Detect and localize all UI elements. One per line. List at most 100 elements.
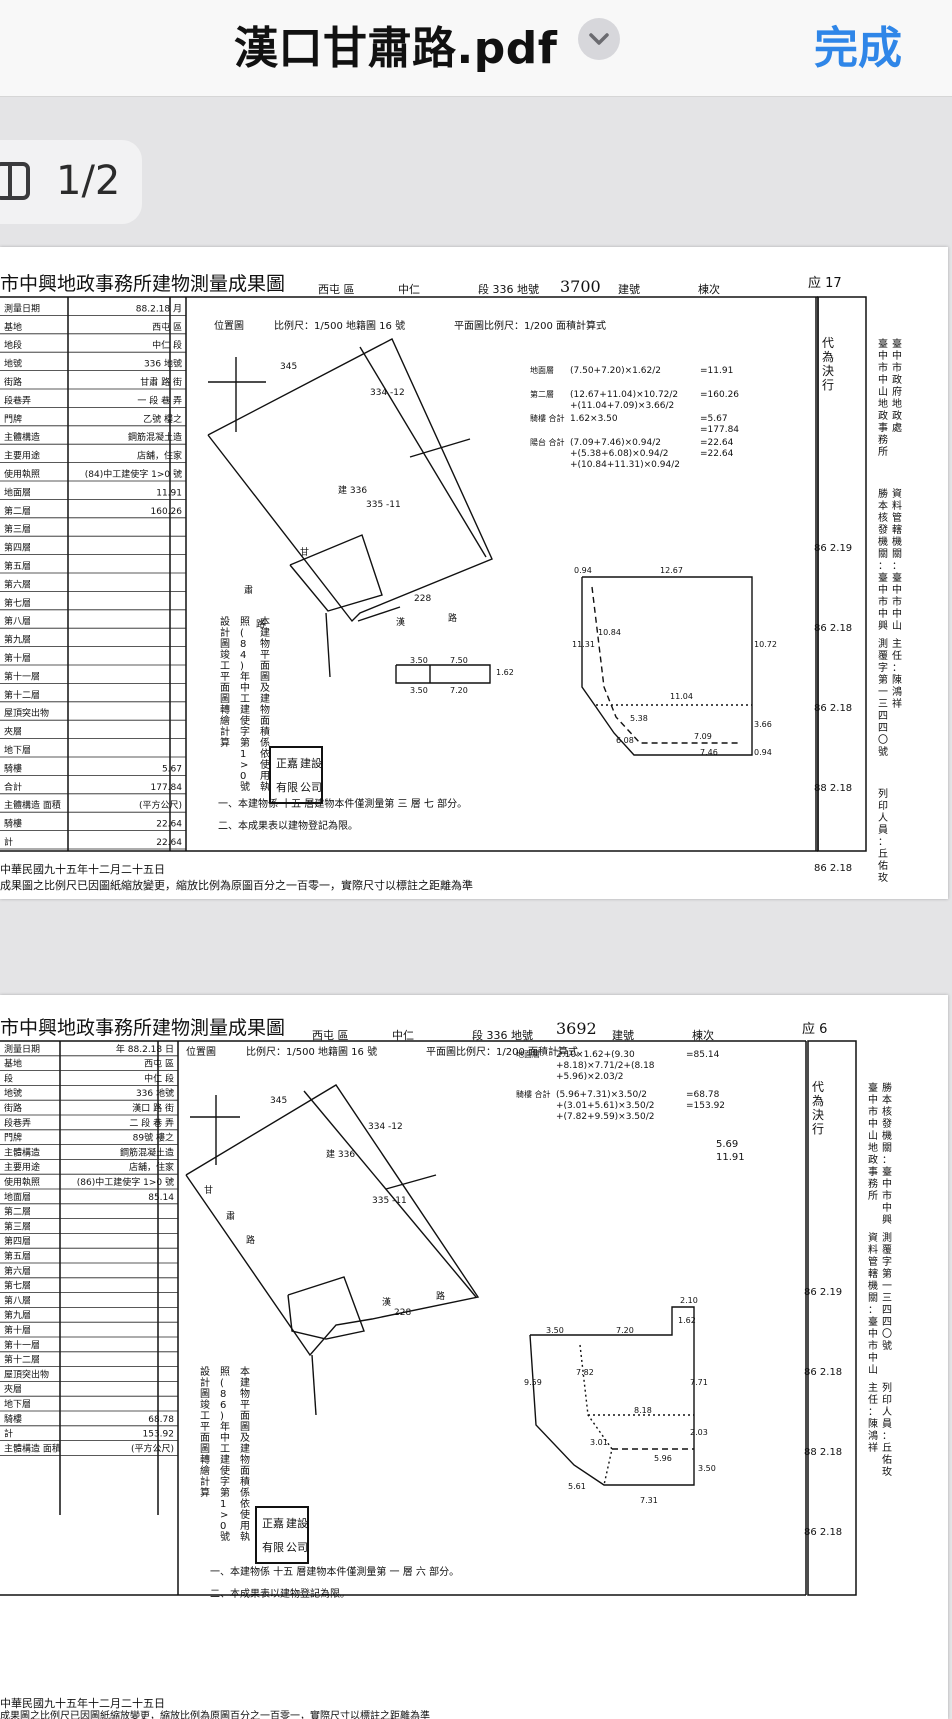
- side-text: 事: [868, 1165, 878, 1178]
- section-label: 中仁: [398, 283, 420, 296]
- side-text: 政: [892, 373, 902, 386]
- plan-dimension: 3.50: [410, 686, 428, 695]
- survey-note: 二、本成果表以建物登記為限。: [218, 819, 358, 832]
- stamp-text: 公司: [300, 781, 322, 794]
- side-text: 事: [878, 421, 888, 434]
- calc-formula: +(7.82+9.59)×3.50/2: [556, 1112, 655, 1122]
- vertical-note: 竣: [200, 1398, 210, 1411]
- table-row-label: 主體構造: [4, 431, 40, 443]
- table-row-label: 夾層: [4, 1384, 22, 1395]
- handwritten-calc: 11.91: [716, 1152, 745, 1163]
- document-title[interactable]: 漢口甘肅路.pdf: [234, 23, 558, 74]
- stamp-text: 建設: [286, 1516, 308, 1530]
- vertical-note: 第: [220, 1486, 230, 1499]
- vertical-note: 算: [200, 1486, 210, 1499]
- table-row-label: 第五層: [4, 560, 31, 572]
- table-row-value: 西屯 區: [144, 1058, 174, 1070]
- map-label: 甘: [300, 546, 309, 558]
- floor-label: 棟次: [692, 1028, 714, 1042]
- handwritten-corner-note: 应 6: [802, 1021, 827, 1037]
- table-row-label: 計: [4, 836, 13, 848]
- calc-formula: 1.62×3.50: [570, 414, 618, 424]
- table-row-label: 主體構造: [4, 1146, 40, 1158]
- side-text: 第: [882, 1267, 892, 1280]
- stamp-text: 有限: [276, 780, 298, 794]
- side-text: 為: [822, 350, 834, 364]
- side-text: ：: [892, 663, 902, 674]
- side-text: 任: [868, 1393, 878, 1406]
- table-row-label: 第八層: [4, 1294, 31, 1306]
- vertical-note: 積: [240, 1475, 250, 1488]
- side-text: 人: [878, 812, 888, 824]
- viewer-toolbar: [0, 97, 952, 247]
- approval-date: 88 2.18: [804, 1447, 842, 1458]
- side-text: 行: [812, 1122, 824, 1136]
- vertical-note: 平: [260, 650, 270, 661]
- vertical-note: 係: [240, 1487, 250, 1499]
- table-row-value: 22.64: [156, 838, 182, 848]
- calc-floor-label: 陽台 合計: [530, 437, 565, 447]
- table-row-value: 一 段 巷 弄: [137, 394, 182, 406]
- side-text: 行: [822, 378, 834, 392]
- approval-date: 86 2.18: [814, 623, 852, 634]
- side-text: 任: [892, 649, 902, 662]
- side-text: 丘: [882, 1442, 892, 1454]
- calc-formula: (12.67+11.04)×10.72/2: [570, 390, 678, 400]
- side-text: 四: [878, 711, 888, 722]
- map-label: 335 -11: [372, 1196, 407, 1206]
- table-row-label: 主要用途: [4, 1161, 40, 1173]
- page-counter: 1/2: [56, 158, 121, 204]
- survey-note: 一、本建物係 十五 層建物本件僅測量第 一 層 六 部分。: [210, 1565, 459, 1578]
- page-1-footer-note: 成果圖之比例尺已因圖紙縮放變更，縮放比例為原圖百分之一百零一，實際尺寸以標註之距…: [0, 879, 473, 892]
- side-text: 〇: [882, 1328, 892, 1340]
- side-text: 號: [882, 1339, 892, 1352]
- vertical-note: (: [220, 1378, 224, 1389]
- page-2-footer-note: 成果圖之比例尺已因圖紙縮放變更，縮放比例為原圖百分之一百零一，實際尺寸以標註之距…: [0, 1711, 430, 1719]
- survey-note: 二、本成果表以建物登記為限。: [210, 1587, 350, 1600]
- district-label: 西屯 區: [318, 283, 355, 296]
- done-button[interactable]: 完成: [814, 23, 902, 74]
- table-row-label: 門牌: [4, 1132, 22, 1144]
- vertical-note: 積: [260, 725, 270, 738]
- stamp-text: 正嘉: [262, 1516, 284, 1530]
- plan-dimension: 7.31: [640, 1496, 658, 1505]
- page-indicator[interactable]: [0, 140, 142, 224]
- side-text: 中: [878, 349, 888, 362]
- calc-formula: 2.10×1.62+(9.30: [556, 1050, 635, 1060]
- page-1-building-number: 3700: [560, 277, 601, 296]
- map-label: 漢: [382, 1296, 391, 1308]
- side-text: 市: [868, 1105, 878, 1118]
- side-text: 關: [882, 1142, 892, 1154]
- side-text: 鴻: [868, 1429, 878, 1442]
- side-text: 市: [892, 361, 902, 374]
- side-text: 料: [868, 1243, 878, 1256]
- plan-dimension: 7.46: [700, 748, 718, 757]
- side-text: ：: [892, 561, 902, 572]
- plan-dimension: 11.31: [572, 640, 595, 649]
- table-row-value: (84)中工建使字 1⁠>⁠0 號: [85, 468, 182, 480]
- vertical-note: 字: [240, 725, 250, 738]
- map-label: 335 -11: [366, 500, 401, 510]
- table-row-value: 5.67: [162, 764, 182, 774]
- vertical-note: 圖: [220, 638, 230, 650]
- plan-dimension: 7.20: [616, 1326, 634, 1335]
- table-row-label: 第六層: [4, 578, 31, 590]
- table-row-label: 第八層: [4, 615, 31, 627]
- table-row-label: 第六層: [4, 1265, 31, 1277]
- table-row-label: 地面層: [4, 1191, 31, 1203]
- calc-result: =177.84: [700, 425, 739, 435]
- plan-dimension: 5.96: [654, 1454, 672, 1463]
- vertical-note: 計: [200, 1376, 210, 1389]
- vertical-note: 計: [220, 725, 230, 738]
- side-text: ：: [878, 837, 888, 848]
- side-text: 勝: [878, 487, 888, 500]
- table-row-label: 使用執照: [4, 468, 40, 480]
- table-row-value: 336 地號: [144, 358, 182, 370]
- table-row-value: 88.2.18 月: [136, 303, 182, 314]
- table-row-value: 中仁 段: [152, 339, 182, 351]
- vertical-note: 字: [220, 1475, 230, 1488]
- title-menu-button[interactable]: [578, 18, 620, 60]
